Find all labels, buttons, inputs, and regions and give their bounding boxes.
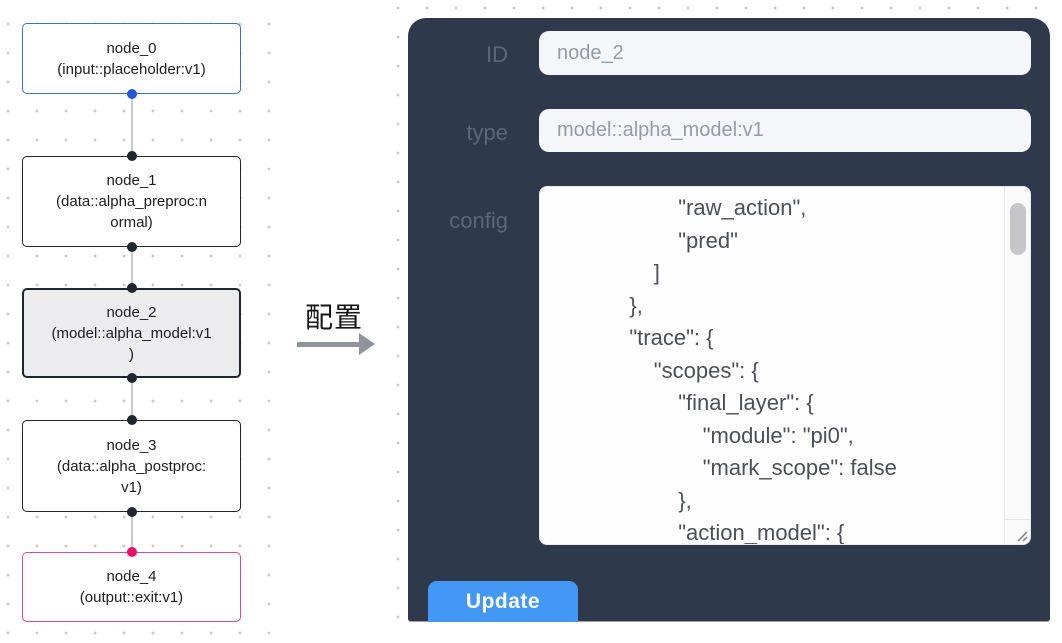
port-node1-input[interactable]: [126, 151, 137, 161]
type-input[interactable]: model::alpha_model:v1: [539, 109, 1031, 152]
node-node_1[interactable]: node_1 (data::alpha_preproc:n ormal): [22, 156, 241, 247]
edge-node2-node3: [130, 378, 133, 420]
graph-canvas[interactable]: node_0 (input::placeholder:v1) node_1 (d…: [0, 0, 395, 643]
port-node1-output[interactable]: [126, 242, 137, 252]
node-node_4[interactable]: node_4 (output::exit:v1): [22, 552, 241, 622]
textarea-resize-icon[interactable]: [1012, 526, 1028, 542]
node-node_0[interactable]: node_0 (input::placeholder:v1): [22, 23, 241, 94]
port-node3-input[interactable]: [126, 415, 137, 425]
node-node_2-selected[interactable]: node_2 (model::alpha_model:v1 ): [22, 288, 241, 378]
node-label: node_4 (output::exit:v1): [79, 568, 184, 606]
right-arrow-head-icon: [359, 333, 375, 355]
node-label: node_3 (data::alpha_postproc: v1): [56, 436, 207, 496]
config-textarea[interactable]: "raw_action", "pred" ] }, "trace": { "sc…: [539, 186, 1031, 545]
config-scrollbar-thumb[interactable]: [1010, 203, 1026, 255]
port-node2-output[interactable]: [126, 373, 137, 383]
edge-node3-node4: [130, 512, 133, 552]
edge-node1-node2: [130, 247, 133, 288]
id-label: ID: [486, 42, 508, 67]
config-label: config: [449, 208, 508, 233]
port-node0-output[interactable]: [126, 89, 137, 99]
node-label: node_1 (data::alpha_preproc:n ormal): [56, 172, 207, 231]
port-node2-input[interactable]: [126, 283, 137, 293]
type-label: type: [466, 120, 508, 145]
id-input-value: node_2: [557, 41, 624, 64]
update-button[interactable]: Update: [428, 581, 578, 622]
node-label: node_0 (input::placeholder:v1): [57, 39, 206, 78]
node-node_3[interactable]: node_3 (data::alpha_postproc: v1): [22, 420, 241, 512]
scrollbar-corner-divider: [1004, 519, 1030, 520]
config-annotation: 配置: [288, 296, 393, 360]
id-input[interactable]: node_2: [539, 31, 1031, 75]
config-panel: ID node_2 type model::alpha_model:v1 con…: [408, 18, 1050, 622]
config-json-text: "raw_action", "pred" ] }, "trace": { "sc…: [629, 195, 897, 545]
node-label: node_2 (model::alpha_model:v1 ): [51, 303, 212, 363]
edge-node0-node1: [130, 94, 133, 156]
right-arrow-icon: [297, 342, 359, 347]
port-node3-output[interactable]: [126, 507, 137, 517]
type-input-value: model::alpha_model:v1: [557, 119, 764, 141]
port-node4-input[interactable]: [126, 547, 137, 557]
config-arrow-label: 配置: [304, 302, 363, 333]
